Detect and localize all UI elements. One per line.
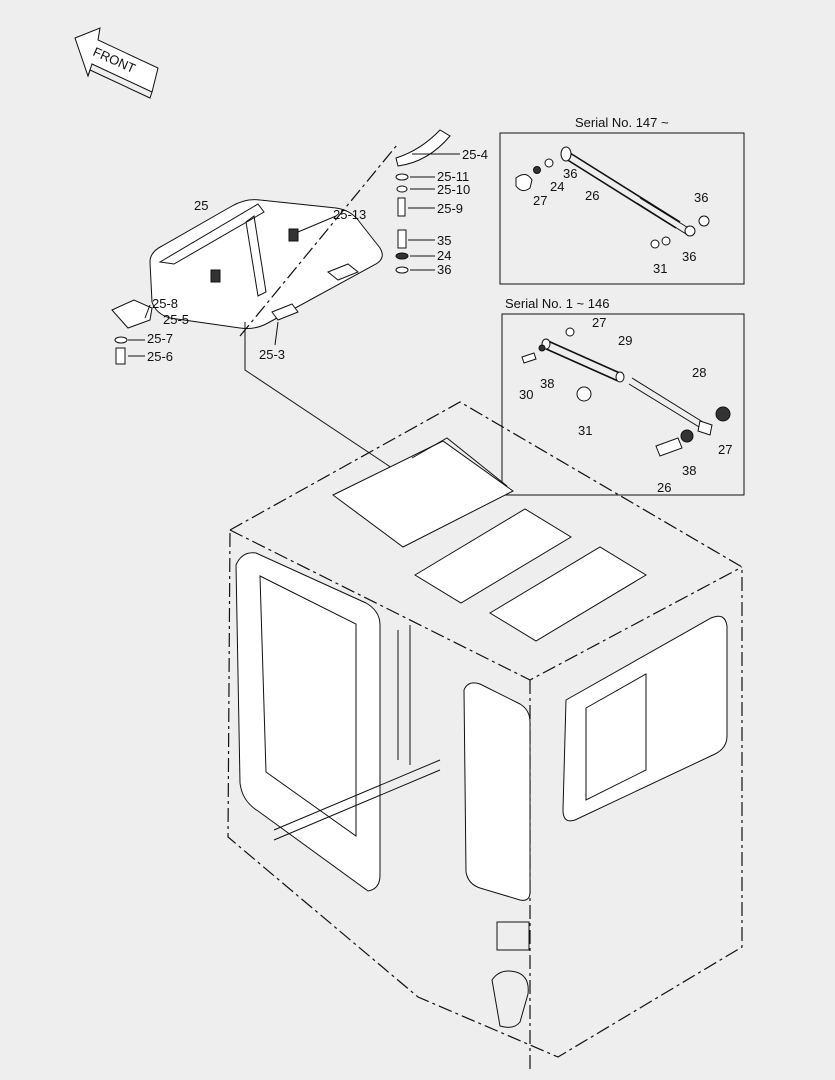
roof-hatch-panel: 25 25-13 25-8 25-5 25-7 25-6 25-3 <box>111 144 398 365</box>
label-35: 35 <box>437 233 451 248</box>
label-25-13: 25-13 <box>333 207 366 222</box>
label-24: 24 <box>437 248 451 263</box>
label-25-7: 25-7 <box>147 331 173 346</box>
b2-label-26: 26 <box>657 480 671 495</box>
b1-label-26: 26 <box>585 188 599 203</box>
b2-label-27b: 27 <box>718 442 732 457</box>
hatch-hardware-column: 25-4 25-11 25-10 25-9 35 24 36 <box>395 129 488 277</box>
b1-label-36a: 36 <box>563 166 577 181</box>
b2-label-38b: 38 <box>682 463 696 478</box>
b2-label-29: 29 <box>618 333 632 348</box>
label-25-5: 25-5 <box>163 312 189 327</box>
cab-frame <box>227 401 743 1070</box>
label-25-10: 25-10 <box>437 182 470 197</box>
label-25-3: 25-3 <box>259 347 285 362</box>
label-25-4: 25-4 <box>462 147 488 162</box>
serial-1-146-header: Serial No. 1 ~ 146 <box>505 296 609 311</box>
b1-label-24: 24 <box>550 179 564 194</box>
b1-label-31: 31 <box>653 261 667 276</box>
b2-label-30: 30 <box>519 387 533 402</box>
serial-1-146-box: Serial No. 1 ~ 146 27 29 30 38 28 31 27 … <box>501 296 745 496</box>
b2-label-27a: 27 <box>592 315 606 330</box>
b2-label-31: 31 <box>578 423 592 438</box>
b1-label-27: 27 <box>533 193 547 208</box>
label-36: 36 <box>437 262 451 277</box>
label-25: 25 <box>194 198 208 213</box>
b1-label-36c: 36 <box>682 249 696 264</box>
label-25-11: 25-11 <box>437 169 469 184</box>
label-25-6: 25-6 <box>147 349 173 364</box>
b1-label-36b: 36 <box>694 190 708 205</box>
label-25-8: 25-8 <box>152 296 178 311</box>
serial-147-box: Serial No. 147 ~ 36 24 27 26 36 31 36 <box>499 115 745 285</box>
label-25-9: 25-9 <box>437 201 463 216</box>
hatch-to-cab-leader-line <box>244 322 411 481</box>
front-arrow-icon: FRONT <box>74 27 159 99</box>
b2-label-38a: 38 <box>540 376 554 391</box>
serial-147-header: Serial No. 147 ~ <box>575 115 669 130</box>
b2-label-28: 28 <box>692 365 706 380</box>
